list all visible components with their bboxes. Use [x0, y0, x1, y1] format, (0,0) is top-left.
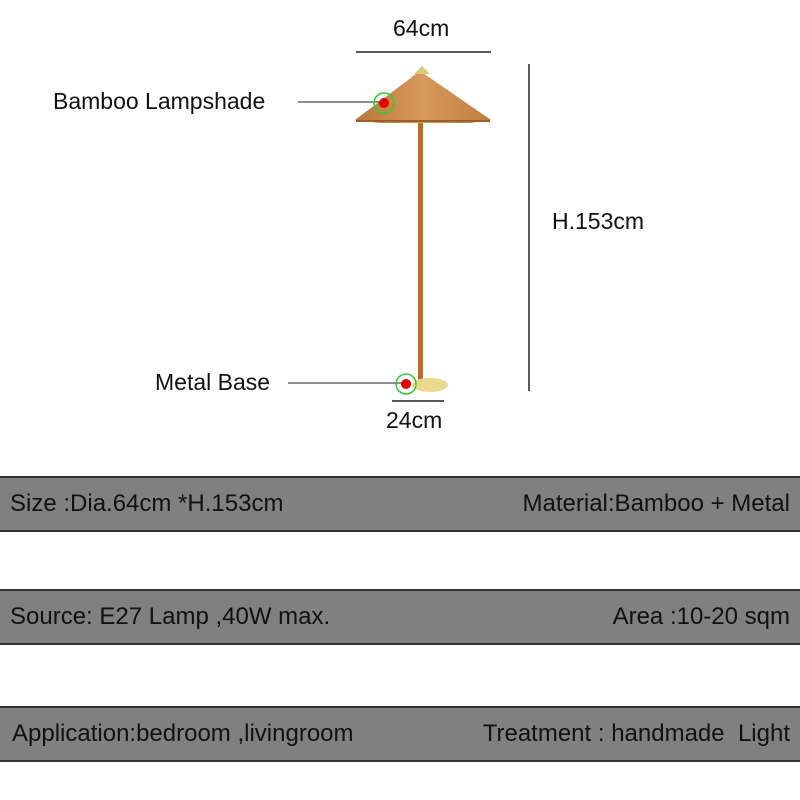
shade-finial [414, 66, 430, 74]
spec-application: Application:bedroom ,livingroom [12, 720, 354, 747]
lamp-pole [418, 118, 423, 384]
shade-marker [379, 98, 389, 108]
base-width-label: 24cm [386, 407, 443, 433]
spec-source: Source: E27 Lamp ,40W max. [10, 603, 331, 630]
spec-bar-source: Source: E27 Lamp ,40W max. Area :10-20 s… [0, 589, 800, 645]
height-label: H.153cm [552, 208, 645, 234]
width-label: 64cm [393, 15, 450, 41]
spec-treatment: Treatment : handmade Light [482, 720, 790, 747]
spec-bar-application: Application:bedroom ,livingroom Treatmen… [0, 706, 800, 762]
shade-marker-ring [373, 92, 395, 114]
base-marker [401, 379, 411, 389]
lamp-base [412, 378, 448, 392]
base-marker-ring [395, 373, 417, 395]
lamp-shade [355, 71, 491, 123]
base-callout-label: Metal Base [155, 369, 271, 395]
spec-area: Area :10-20 sqm [612, 603, 790, 630]
spec-bar-size: Size :Dia.64cm *H.153cm Material:Bamboo … [0, 476, 800, 532]
shade-callout-label: Bamboo Lampshade [53, 88, 266, 114]
spec-size: Size :Dia.64cm *H.153cm [10, 490, 284, 517]
spec-material: Material:Bamboo + Metal [522, 490, 790, 517]
